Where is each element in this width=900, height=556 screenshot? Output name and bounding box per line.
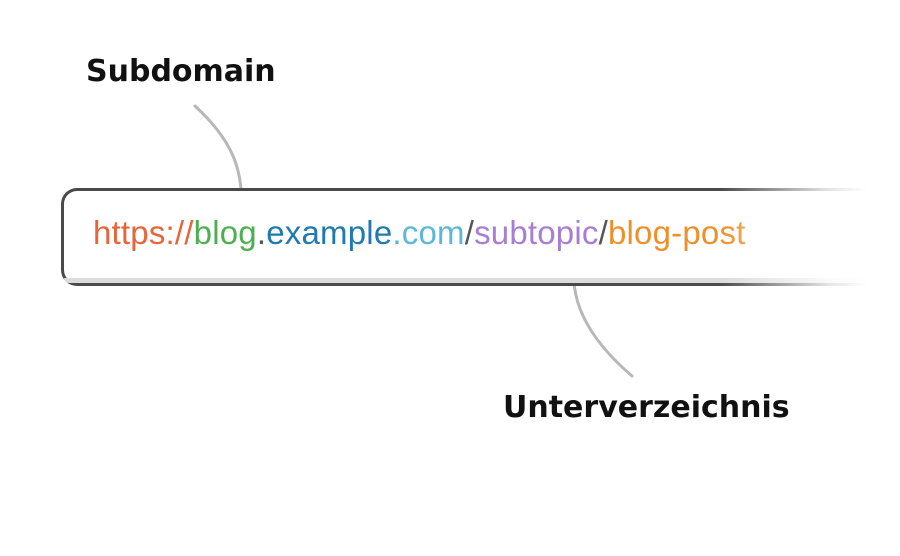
url-dot: . <box>256 214 267 251</box>
url-text: https://blog.example.com/subtopic/blog-p… <box>93 214 746 252</box>
url-subdomain: blog <box>193 214 257 251</box>
url-scheme: https:// <box>93 214 194 251</box>
url-dot: . <box>392 214 402 251</box>
subdomain-label: Subdomain <box>86 54 276 89</box>
url-domain: example <box>266 214 393 251</box>
url-path: blog-post <box>607 214 746 251</box>
subdirectory-label: Unterverzeichnis <box>503 390 790 425</box>
url-subdirectory: subtopic <box>474 214 599 251</box>
url-slash: / <box>598 214 608 251</box>
url-tld: com <box>401 214 465 251</box>
url-slash: / <box>464 214 475 251</box>
